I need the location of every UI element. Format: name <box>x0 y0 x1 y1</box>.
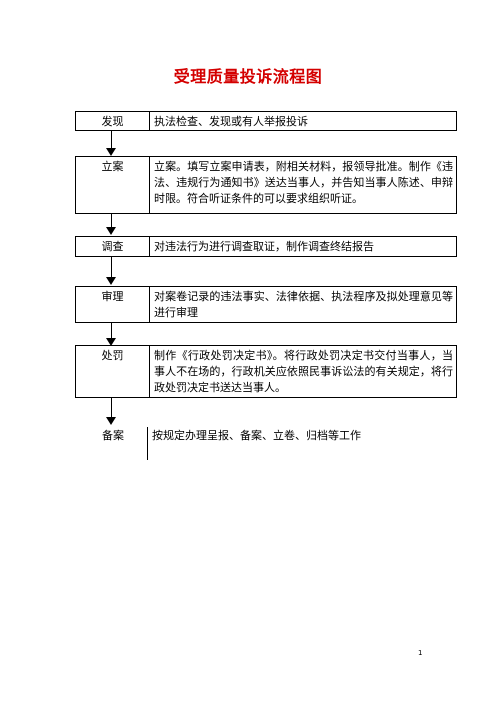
arrow-down-icon <box>106 227 116 235</box>
step-desc: 对案卷记录的违法事实、法律依据、执法程序及拟处理意见等进行审理 <box>154 290 453 319</box>
final-step-desc: 按规定办理呈报、备案、立卷、归档等工作 <box>152 429 361 442</box>
step-label: 调查 <box>76 237 150 256</box>
flow-step-discover: 发现 执法检查、发现或有人举报投诉 <box>75 111 457 131</box>
step-desc: 执法检查、发现或有人举报投诉 <box>154 115 308 128</box>
connector-line <box>111 131 112 148</box>
arrow-down-icon <box>106 277 116 285</box>
flow-step-review: 审理 对案卷记录的违法事实、法律依据、执法程序及拟处理意见等进行审理 <box>75 286 457 323</box>
step-label: 立案 <box>76 157 150 213</box>
step-desc: 立案。填写立案申请表，附相关材料，报领导批准。制作《违法、违规行为通知书》送达当… <box>154 160 453 205</box>
arrow-down-icon <box>106 148 116 156</box>
step-label: 处罚 <box>76 346 150 397</box>
connector-line <box>111 398 112 417</box>
connector-line <box>111 257 112 277</box>
page-title: 受理质量投诉流程图 <box>173 67 323 86</box>
step-label: 审理 <box>76 287 150 322</box>
final-step-divider <box>147 427 148 460</box>
arrow-down-icon <box>106 338 116 346</box>
arrow-down-icon <box>106 417 116 425</box>
step-desc: 制作《行政处罚决定书》。将行政处罚决定书交付当事人，当事人不在场的，行政机关应依… <box>154 349 453 394</box>
step-desc: 对违法行为进行调查取证，制作调查终结报告 <box>154 240 374 253</box>
connector-line <box>111 323 112 338</box>
flow-step-file-case: 立案 立案。填写立案申请表，附相关材料，报领导批准。制作《违法、违规行为通知书》… <box>75 156 457 214</box>
step-label: 发现 <box>76 112 150 130</box>
flow-step-penalty: 处罚 制作《行政处罚决定书》。将行政处罚决定书交付当事人，当事人不在场的，行政机… <box>75 345 457 398</box>
flow-step-investigate: 调查 对违法行为进行调查取证，制作调查终结报告 <box>75 236 457 257</box>
connector-line <box>111 214 112 227</box>
page-number: 1 <box>418 649 423 657</box>
final-step-label: 备案 <box>102 429 124 442</box>
